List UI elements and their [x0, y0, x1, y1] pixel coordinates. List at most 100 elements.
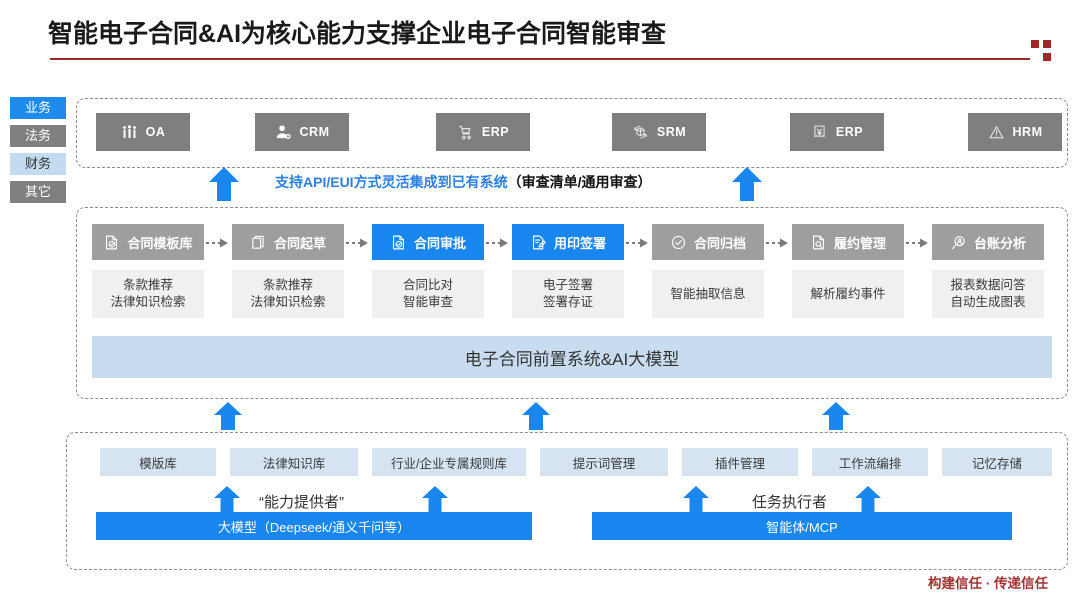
role-arrow-executor-right — [853, 485, 883, 513]
flow-sub-line: 法律知识检索 — [250, 295, 326, 309]
flow-chip-label: 合同归档 — [693, 235, 746, 251]
flow-sub-ledger-analysis: 报表数据问答 自动生成图表 — [932, 270, 1044, 318]
flow-chip-contract-template[interactable]: 合同模板库 — [92, 224, 204, 260]
flow-sub-performance-mgmt: 解析履约事件 — [792, 270, 904, 318]
role-arrow-executor-left — [681, 485, 711, 513]
flow-sub-contract-draft: 条款推荐 法律知识检索 — [232, 270, 344, 318]
flow-sub-line: 智能抽取信息 — [670, 286, 746, 301]
integration-caption-black: （审查清单/通用审查） — [507, 174, 652, 190]
flow-sub-seal-signing: 电子签署 签署存证 — [512, 270, 624, 318]
flow-chip-contract-archive[interactable]: 合同归档 — [652, 224, 764, 260]
flow-chip-contract-approval[interactable]: 合同审批 — [372, 224, 484, 260]
flow-chip-label: 履约管理 — [833, 235, 886, 251]
flow-chip-label: 台账分析 — [973, 235, 1026, 251]
upward-arrow-2 — [520, 401, 552, 431]
existing-systems-panel — [76, 98, 1068, 168]
flow-chip-performance-mgmt[interactable]: 履约管理 — [792, 224, 904, 260]
title-divider — [50, 58, 1030, 60]
ai-foundation-panel — [66, 432, 1068, 570]
flow-sub-contract-template: 条款推荐 法律知识检索 — [92, 270, 204, 318]
capability-memory-storage[interactable]: 记忆存储 — [942, 448, 1052, 476]
system-label-oa: OA — [145, 125, 166, 139]
flow-chip-label: 合同起草 — [273, 235, 326, 251]
flow-connector-4 — [626, 236, 650, 254]
flow-chip-label: 合同模板库 — [127, 235, 193, 251]
flow-connector-1 — [206, 236, 230, 254]
system-label-srm: SRM — [656, 125, 687, 139]
upward-arrow-1 — [212, 401, 244, 431]
capability-legal-knowledge[interactable]: 法律知识库 — [230, 448, 358, 476]
role-arrow-provider-left — [212, 485, 242, 513]
flow-sub-line: 合同比对 — [402, 278, 453, 292]
integration-caption-blue: 支持API/EUI方式灵活集成到已有系统 — [275, 174, 508, 190]
flow-sub-line: 条款推荐 — [122, 278, 173, 292]
system-button-erp-1[interactable]: ERP — [436, 113, 530, 151]
side-tag-legal[interactable]: 法务 — [10, 125, 66, 147]
core-flow-panel — [76, 207, 1068, 399]
role-label-task-executor: 任务执行者 — [752, 494, 828, 511]
sign-pen-icon — [530, 234, 547, 251]
system-button-erp-2[interactable]: ERP — [790, 113, 884, 151]
flow-chip-ledger-analysis[interactable]: 台账分析 — [932, 224, 1044, 260]
integration-arrow-right — [730, 166, 764, 202]
side-tag-finance[interactable]: 财务 — [10, 153, 66, 175]
system-label-erp-2: ERP — [835, 125, 864, 139]
flow-connector-5 — [766, 236, 790, 254]
flow-sub-line: 报表数据问答 — [950, 278, 1026, 292]
foundation-bar-agent[interactable]: 智能体/MCP — [592, 512, 1012, 540]
flow-chip-label: 用印签署 — [553, 235, 606, 251]
system-label-erp-1: ERP — [481, 125, 510, 139]
people-icon — [121, 124, 138, 141]
flow-sub-line: 解析履约事件 — [810, 286, 886, 301]
flow-chip-seal-signing[interactable]: 用印签署 — [512, 224, 624, 260]
system-button-crm[interactable]: CRM — [255, 113, 349, 151]
integration-caption: 支持API/EUI方式灵活集成到已有系统（审查清单/通用审查） — [275, 172, 651, 192]
flow-sub-line: 电子签署 — [542, 278, 593, 292]
flow-chip-label: 合同审批 — [413, 235, 466, 251]
flow-sub-line: 自动生成图表 — [950, 295, 1026, 309]
cart-icon — [457, 124, 474, 141]
flow-sub-line: 条款推荐 — [262, 278, 313, 292]
person-gear-icon — [275, 124, 292, 141]
side-tag-column: 业务 法务 财务 其它 — [10, 97, 66, 209]
doc-search-icon — [810, 234, 827, 251]
system-label-crm: CRM — [299, 125, 330, 139]
side-tag-business[interactable]: 业务 — [10, 97, 66, 119]
warning-triangle-icon — [988, 124, 1005, 141]
capability-industry-rules[interactable]: 行业/企业专属规则库 — [372, 448, 526, 476]
system-label-hrm: HRM — [1012, 125, 1043, 139]
flow-sub-contract-archive: 智能抽取信息 — [652, 270, 764, 318]
invoice-yuan-icon — [811, 124, 828, 141]
flow-sub-line: 智能审查 — [402, 295, 453, 309]
side-tag-other[interactable]: 其它 — [10, 181, 66, 203]
capability-plugin-management[interactable]: 插件管理 — [682, 448, 798, 476]
system-button-hrm[interactable]: HRM — [968, 113, 1062, 151]
flow-connector-6 — [906, 236, 930, 254]
capability-prompt-management[interactable]: 提示词管理 — [540, 448, 668, 476]
capability-template-library[interactable]: 模版库 — [100, 448, 216, 476]
copy-docs-icon — [250, 234, 267, 251]
page-title: 智能电子合同&AI为核心能力支撑企业电子合同智能审查 — [48, 20, 667, 48]
footer-tagline: 构建信任 · 传递信任 — [928, 576, 1048, 591]
role-arrow-provider-right — [420, 485, 450, 513]
check-circle-icon — [670, 234, 687, 251]
flow-sub-line: 签署存证 — [542, 295, 593, 309]
foundation-bar-llm[interactable]: 大模型（Deepseek/通义千问等） — [96, 512, 532, 540]
upward-arrow-3 — [820, 401, 852, 431]
flow-chip-contract-draft[interactable]: 合同起草 — [232, 224, 344, 260]
magnifier-person-icon — [950, 234, 967, 251]
system-button-srm[interactable]: SRM — [612, 113, 706, 151]
doc-check-icon — [103, 234, 120, 251]
platform-band: 电子合同前置系统&AI大模型 — [92, 336, 1052, 378]
flow-connector-3 — [486, 236, 510, 254]
role-label-capability-provider: “能力提供者” — [259, 494, 344, 511]
flow-connector-2 — [346, 236, 370, 254]
system-button-oa[interactable]: OA — [96, 113, 190, 151]
flow-sub-line: 法律知识检索 — [110, 295, 186, 309]
integration-arrow-left — [207, 166, 241, 202]
decorative-squares-icon — [1031, 40, 1053, 66]
capability-workflow-orchestration[interactable]: 工作流编排 — [812, 448, 928, 476]
flow-sub-contract-approval: 合同比对 智能审查 — [372, 270, 484, 318]
box-refresh-icon — [632, 124, 649, 141]
